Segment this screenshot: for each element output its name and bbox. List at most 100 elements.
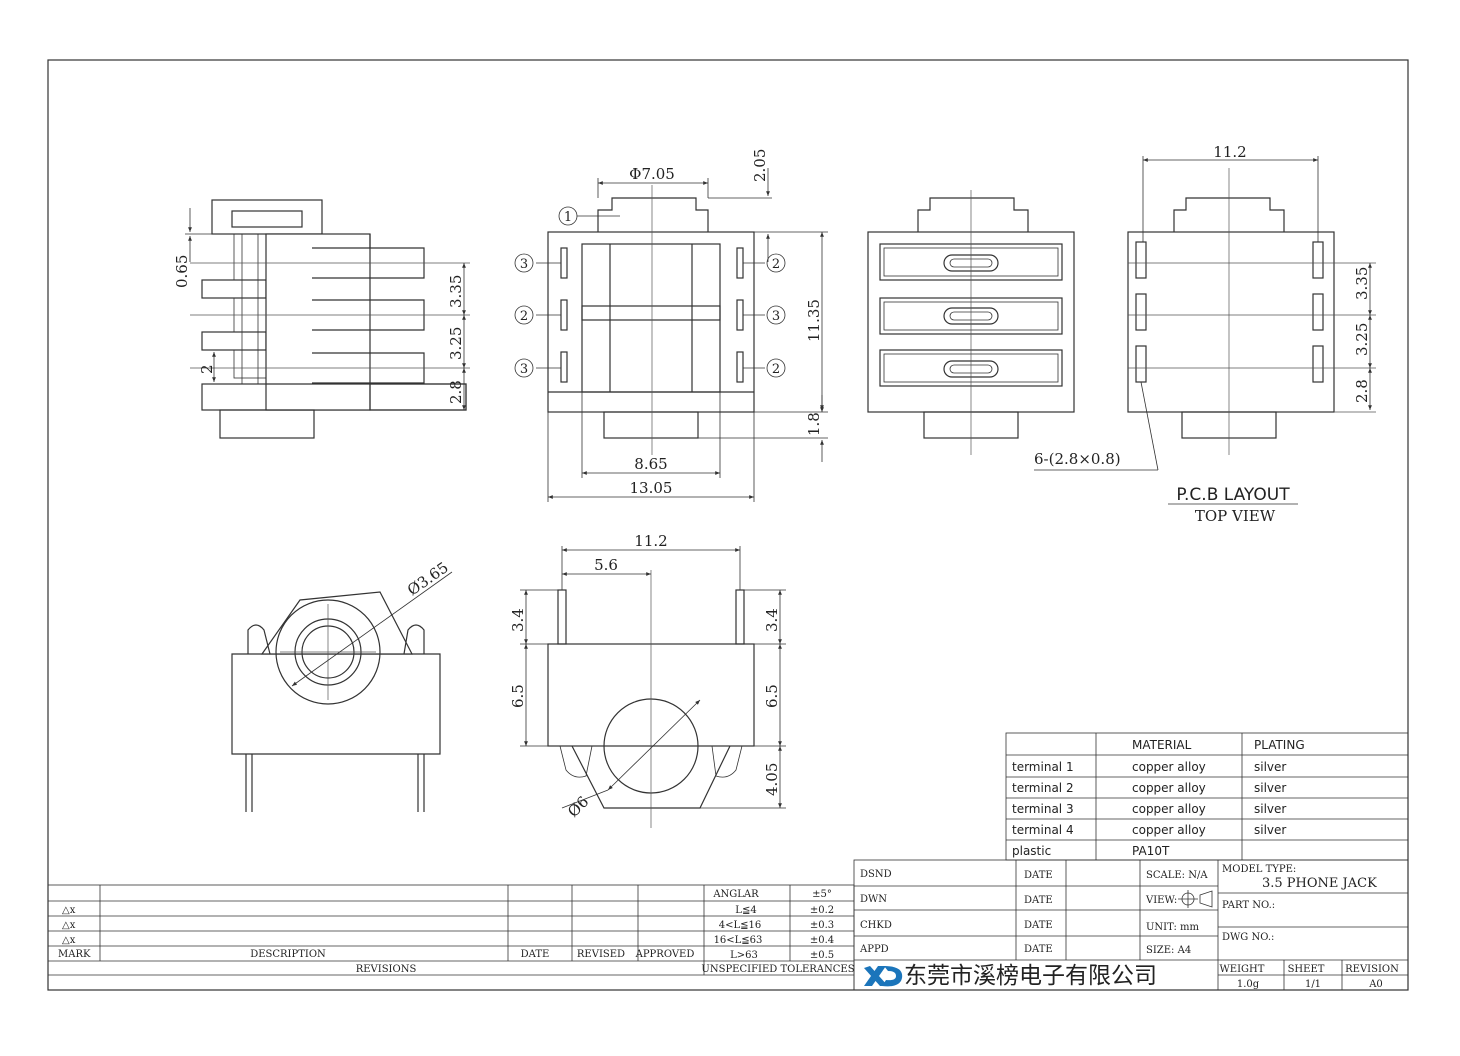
dim-2.05: 2.05 (751, 149, 769, 182)
dim-6.5: 6.5 (509, 684, 527, 708)
tolerance-value: ±0.3 (810, 920, 834, 931)
dim-5.6: 5.6 (594, 556, 618, 574)
part-name: terminal 3 (1012, 802, 1074, 816)
revisions-footer: REVISIONS (356, 964, 417, 975)
dim-3.4: 3.4 (509, 608, 527, 632)
model-type-label: MODEL TYPE: (1222, 864, 1296, 875)
part-name: terminal 4 (1012, 823, 1074, 837)
bottom-view: Ø6 11.2 5.6 3.4 6.5 3.4 6.5 4.05 (509, 532, 786, 828)
dwn-label: DWN (860, 894, 887, 905)
tolerance-label: L>63 (730, 950, 758, 961)
view-label: VIEW: (1145, 895, 1177, 906)
dim-6.5: 6.5 (763, 684, 781, 708)
description-header: DESCRIPTION (250, 949, 326, 960)
projection-symbol-icon (1178, 890, 1213, 908)
pin-label: 3 (520, 257, 528, 272)
pin-label: 1 (564, 210, 572, 225)
plating-value: silver (1254, 760, 1286, 774)
tolerance-label: 4<L≦16 (719, 920, 762, 931)
front-view: 3 2 3 2 3 2 1 Φ7.05 2.05 11.35 1.8 8.65 … (514, 149, 828, 502)
size-label: SIZE: A4 (1146, 945, 1191, 956)
plating-value: silver (1254, 781, 1286, 795)
tolerance-value: ±0.4 (810, 935, 834, 946)
tolerance-value: ±0.2 (810, 905, 834, 916)
dim-11.2: 11.2 (1213, 143, 1246, 161)
material-value: copper alloy (1132, 781, 1206, 795)
weight-value: 1.0g (1237, 979, 1260, 990)
tolerance-value: ±5° (812, 889, 832, 900)
weight-label: WEIGHT (1220, 964, 1265, 975)
tolerance-value: ±0.5 (810, 950, 834, 961)
model-type-value: 3.5 PHONE JACK (1262, 876, 1377, 891)
dim-phi7.05: Φ7.05 (629, 165, 675, 183)
dim-3.25: 3.25 (1353, 323, 1371, 356)
appd-label: APPD (859, 944, 889, 955)
revision-value: A0 (1368, 979, 1383, 990)
dim-3.35: 3.35 (1353, 267, 1371, 300)
plating-header: PLATING (1254, 738, 1305, 752)
dim-2.8: 2.8 (447, 380, 465, 404)
dsnd-label: DSND (860, 869, 892, 880)
hole-spec: 6-(2.8×0.8) (1034, 450, 1121, 468)
top-view-label: TOP VIEW (1195, 507, 1276, 525)
dim-4.05: 4.05 (763, 763, 781, 796)
part-name: terminal 2 (1012, 781, 1074, 795)
chkd-label: CHKD (860, 920, 892, 931)
material-value: PA10T (1132, 844, 1170, 858)
part-name: terminal 1 (1012, 760, 1074, 774)
material-value: copper alloy (1132, 802, 1206, 816)
tolerance-label: ANGLAR (712, 889, 759, 900)
part-no-label: PART NO.: (1222, 900, 1275, 911)
revision-mark: △x (62, 920, 76, 931)
revision-mark: △x (62, 905, 76, 916)
company-logo-icon (864, 966, 903, 987)
dim-13.05: 13.05 (630, 479, 673, 497)
tolerance-label: L≦4 (735, 905, 756, 916)
pin-label: 2 (772, 257, 780, 272)
material-table: MATERIAL PLATING terminal 1 copper alloy… (1005, 732, 1409, 861)
dim-0.65: 0.65 (173, 255, 191, 288)
dwg-no-label: DWG NO.: (1222, 932, 1274, 943)
part-name: plastic (1012, 844, 1051, 858)
company-name: 东莞市溪榜电子有限公司 (904, 963, 1157, 989)
material-value: copper alloy (1132, 823, 1206, 837)
dim-11.35: 11.35 (805, 299, 823, 342)
dim-phi3.65: Ø3.65 (404, 558, 452, 599)
revision-mark: △x (62, 935, 76, 946)
date-label: DATE (1024, 870, 1053, 881)
tolerance-label: 16<L≦63 (714, 935, 763, 946)
material-header: MATERIAL (1132, 738, 1192, 752)
title-block: DSND DWN CHKD APPD DATE DATE DATE DATE S… (853, 859, 1409, 991)
dim-8.65: 8.65 (634, 455, 667, 473)
plating-value: silver (1254, 823, 1286, 837)
dim-2: 2 (198, 364, 216, 374)
pcb-layout-view: 11.2 3.35 3.25 2.8 6-(2.8×0.8) P.C.B LAY… (1034, 143, 1376, 525)
pin-label: 2 (772, 362, 780, 377)
sheet-value: 1/1 (1305, 979, 1321, 990)
pin-label: 3 (772, 309, 780, 324)
sheet-label: SHEET (1288, 964, 1325, 975)
scale-label: SCALE: N/A (1146, 870, 1208, 881)
jack-end-view: Ø3.65 (231, 558, 453, 812)
dim-11.2: 11.2 (634, 532, 667, 550)
dim-2.8: 2.8 (1353, 379, 1371, 403)
pcb-layout-title: P.C.B LAYOUT (1176, 485, 1290, 505)
dim-3.25: 3.25 (447, 327, 465, 360)
material-value: copper alloy (1132, 760, 1206, 774)
plating-value: silver (1254, 802, 1286, 816)
pin-label: 3 (520, 362, 528, 377)
date-label: DATE (1024, 920, 1053, 931)
tolerances-footer: UNSPECIFIED TOLERANCES (701, 964, 854, 975)
dim-1.8: 1.8 (805, 412, 823, 436)
dim-3.35: 3.35 (447, 275, 465, 308)
date-header: DATE (521, 949, 550, 960)
revised-header: REVISED (577, 949, 625, 960)
revisions-block: △x △x △x MARK DESCRIPTION DATE REVISED A… (47, 884, 855, 991)
rear-view (867, 190, 1075, 455)
pin-label: 2 (520, 309, 528, 324)
revision-label: REVISION (1345, 964, 1399, 975)
date-label: DATE (1024, 895, 1053, 906)
dim-3.4: 3.4 (763, 608, 781, 632)
dim-phi6: Ø6 (564, 793, 592, 821)
